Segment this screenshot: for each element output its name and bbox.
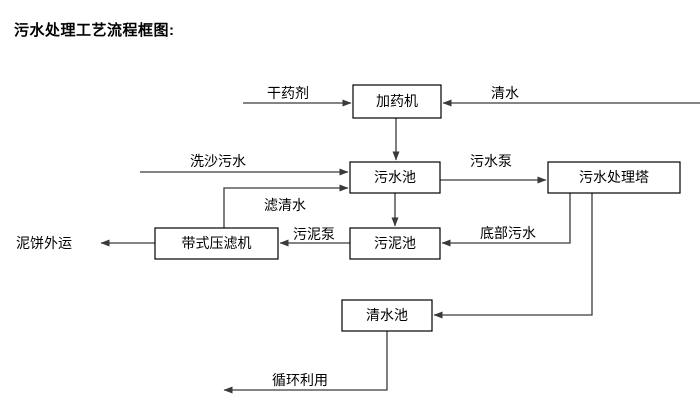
node-label-dosing-machine: 加药机 [376, 93, 418, 109]
edge-tower-bottom-to-sludge [441, 193, 571, 247]
node-label-sewage-pool: 污水池 [374, 169, 416, 185]
node-label-clearwater-pool: 清水池 [366, 307, 408, 323]
terminal-label-mudcake-out: 泥饼外运 [16, 235, 72, 251]
edge-tower-to-clearwater [433, 193, 593, 319]
edge-filtrate-to-sewage [223, 184, 349, 228]
node-label-sludge-pool: 污泥池 [374, 235, 416, 251]
edge-label-recycle-use: 循环利用 [272, 372, 328, 388]
edge-label-sandwash: 洗沙污水 [190, 153, 246, 169]
node-label-treatment-tower: 污水处理塔 [579, 169, 649, 185]
page-title: 污水处理工艺流程框图: [14, 22, 175, 39]
node-sludge-pool[interactable]: 污泥池 [349, 227, 441, 260]
node-belt-press[interactable]: 带式压滤机 [154, 227, 279, 260]
edge-clearwater-to-recycle [223, 331, 388, 394]
node-dosing-machine[interactable]: 加药机 [352, 84, 442, 119]
node-label-belt-press: 带式压滤机 [182, 235, 252, 251]
edge-label-bottom-sewage: 底部污水 [480, 225, 536, 241]
node-clearwater-pool[interactable]: 清水池 [341, 299, 433, 332]
edge-label-sewage-pump: 污水泵 [470, 153, 512, 169]
edge-label-clean-water: 清水 [491, 85, 519, 101]
edge-label-sludge-pump: 污泥泵 [293, 226, 335, 242]
edge-label-dry-reagent: 干药剂 [267, 85, 309, 101]
node-sewage-pool[interactable]: 污水池 [349, 161, 441, 194]
node-treatment-tower[interactable]: 污水处理塔 [547, 161, 681, 194]
edge-label-filtrate: 滤清水 [264, 197, 306, 213]
